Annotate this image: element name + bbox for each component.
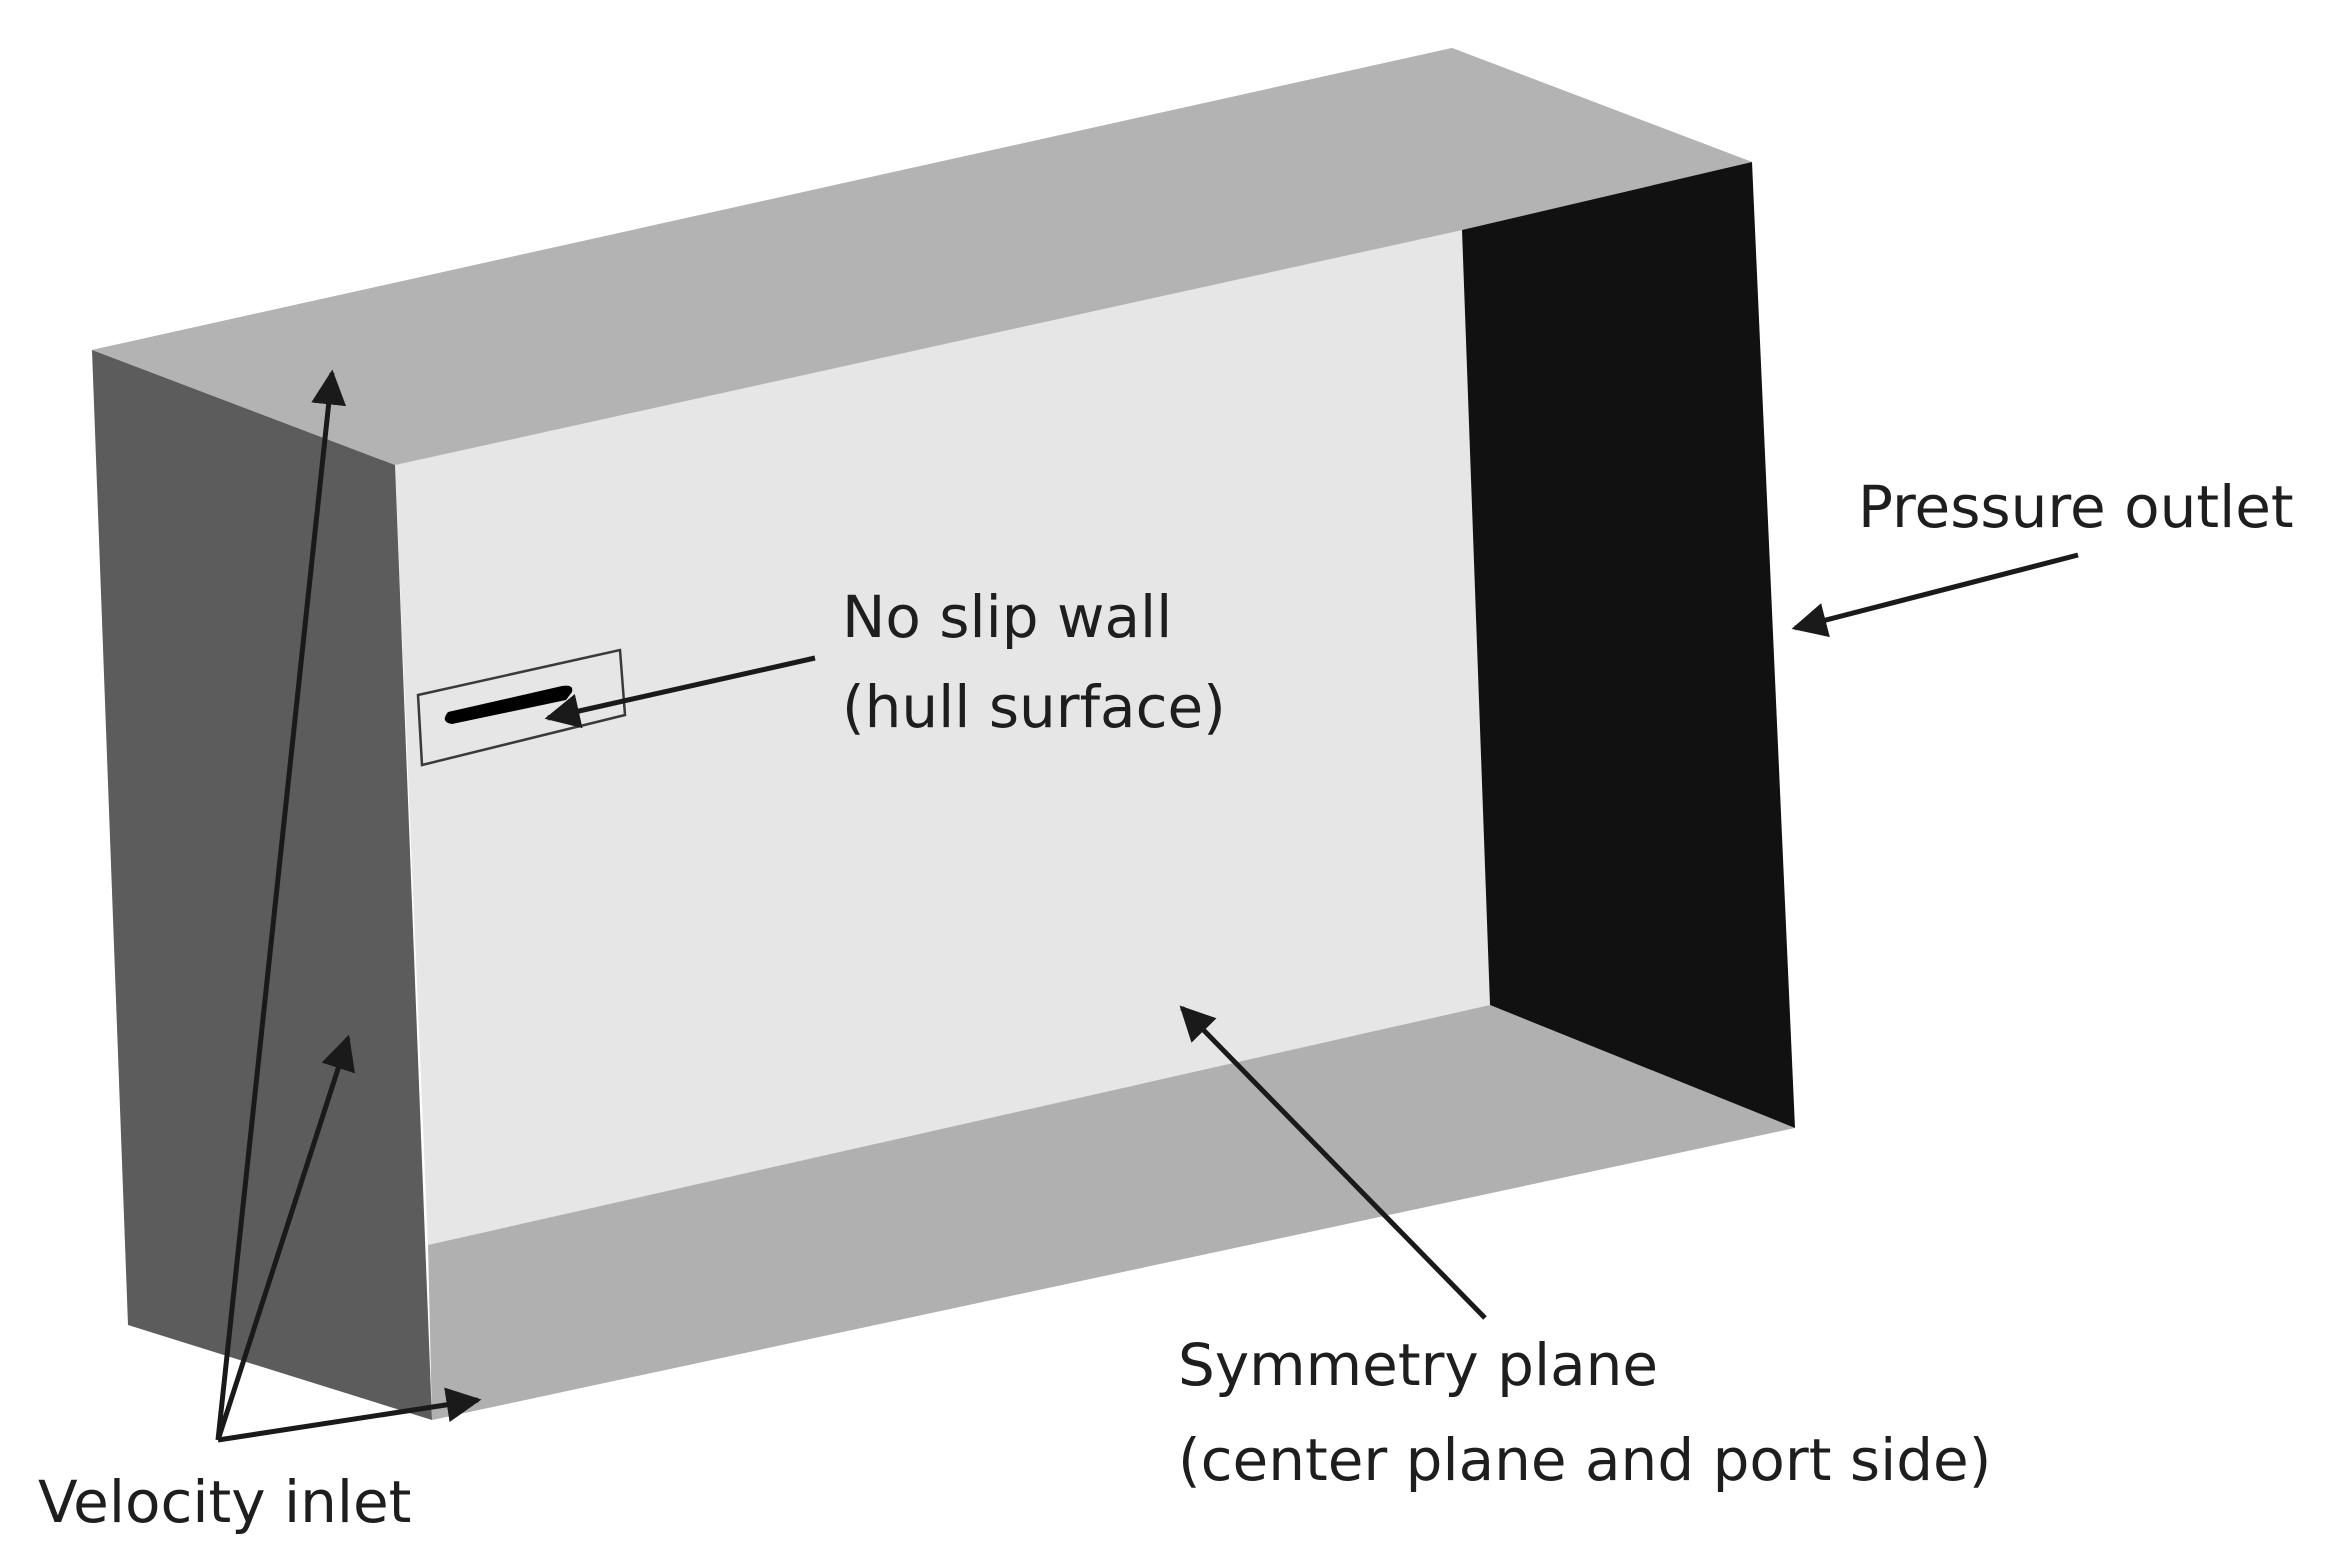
symmetry-back-plane <box>395 230 1490 1245</box>
inlet-face <box>92 350 432 1420</box>
label-no-slip-wall-line1: No slip wall <box>842 583 1172 651</box>
top-face-fill <box>92 48 1752 465</box>
label-velocity-inlet: Velocity inlet <box>38 1468 411 1536</box>
arrow-pressure-outlet <box>1791 552 2079 638</box>
arrow-velocity-inlet-top <box>215 369 347 1441</box>
hull-surface <box>444 685 573 724</box>
bottom-face <box>428 1005 1795 1420</box>
arrow-velocity-inlet-side <box>215 1034 355 1441</box>
arrow-symmetry-plane <box>1179 1005 1487 1320</box>
label-no-slip-wall-line2: (hull surface) <box>842 673 1226 741</box>
label-symmetry-plane-line1: Symmetry plane <box>1178 1331 1658 1399</box>
outlet-face <box>1462 162 1795 1128</box>
hull-region-box <box>416 648 627 767</box>
label-pressure-outlet: Pressure outlet <box>1858 473 2294 541</box>
label-symmetry-plane-line2: (center plane and port side) <box>1178 1426 1991 1494</box>
arrow-no-slip-wall <box>544 655 816 729</box>
arrow-velocity-inlet-bottom <box>217 1387 482 1443</box>
